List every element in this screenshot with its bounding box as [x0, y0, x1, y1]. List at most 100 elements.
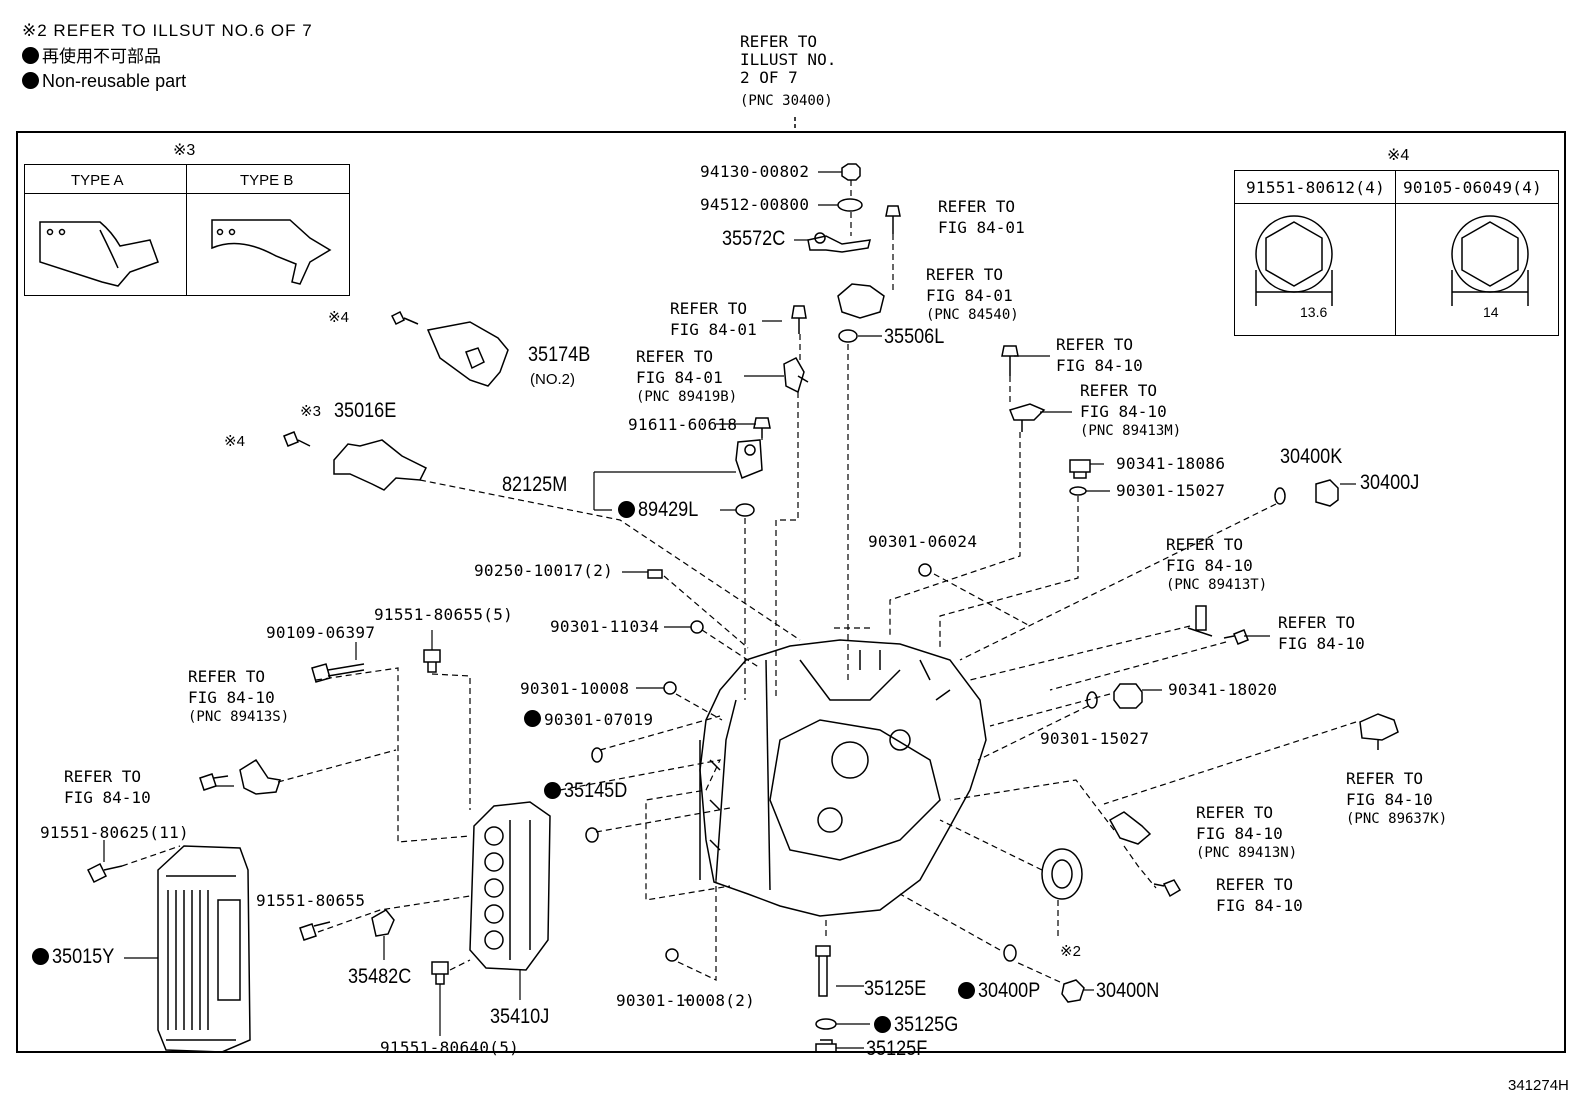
valve-body-35410j — [469, 801, 551, 971]
ref-fig-84-10-e-pnc: (PNC 89413S) — [188, 709, 290, 725]
part-91551-80640[interactable]: 91551-80640(5) — [380, 1038, 520, 1057]
part-90109-06397[interactable]: 90109-06397 — [266, 623, 376, 642]
part-30400p[interactable]: 30400P — [958, 980, 1050, 1001]
diagram-frame — [16, 131, 1566, 1053]
ref-fig-84-10-c[interactable]: REFER TO FIG 84-10 — [1166, 535, 1253, 575]
sensor-89419b — [783, 357, 809, 394]
ref-fig-84-10-b[interactable]: REFER TO FIG 84-10 — [1080, 381, 1167, 421]
bolt-icon — [299, 921, 331, 941]
part-35125g[interactable]: 35125G — [874, 1014, 969, 1035]
ref-fig-84-10-h[interactable]: REFER TO FIG 84-10 — [1196, 803, 1283, 843]
plug-30400j — [1315, 479, 1339, 507]
non-reusable-dot-icon — [32, 948, 49, 965]
sensor-89413n — [1108, 811, 1152, 845]
part-90301-15027[interactable]: 90301-15027 — [1116, 481, 1226, 500]
part-89429l[interactable]: 89429L — [618, 499, 708, 520]
sensor-89413s — [239, 758, 281, 795]
top-reference: REFER TO ILLUST NO. 2 OF 7 — [740, 32, 837, 87]
part-94512-00800[interactable]: 94512-00800 — [700, 195, 810, 214]
sensor-89637k — [1359, 713, 1399, 750]
bolt-col-1: 91551-80612(4) — [1246, 178, 1386, 197]
part-91551-80655-5[interactable]: 91551-80655(5) — [374, 605, 514, 624]
ref-fig-84-10-g[interactable]: REFER TO FIG 84-10 — [1346, 769, 1433, 809]
top-reference-pnc: (PNC 30400) — [740, 93, 833, 109]
non-reusable-dot-icon — [22, 72, 39, 89]
part-91551-80655[interactable]: 91551-80655 — [256, 891, 366, 910]
ref-fig-84-10-i[interactable]: REFER TO FIG 84-10 — [1216, 875, 1303, 915]
type-box-divider — [186, 164, 187, 296]
type-a-label: TYPE A — [71, 172, 124, 189]
o-ring-icon — [665, 948, 679, 962]
bolt-icon — [1223, 629, 1249, 645]
part-91611-60618[interactable]: 91611-60618 — [628, 415, 738, 434]
plug-icon — [1069, 459, 1091, 479]
bolt-hex-13-6 — [1255, 215, 1333, 306]
ref-fig-84-10-a[interactable]: REFER TO FIG 84-10 — [1056, 335, 1143, 375]
bolt-icon — [885, 205, 901, 234]
legend-jp: 再使用不可部品 — [22, 47, 161, 65]
header-note-2: ※2 REFER TO ILLSUT NO.6 OF 7 — [22, 21, 313, 40]
non-reusable-dot-icon — [544, 782, 561, 799]
nut-icon — [841, 163, 861, 181]
illustration-id: 341274H — [1508, 1077, 1569, 1094]
ref-fig-84-01-c[interactable]: REFER TO FIG 84-01 — [670, 299, 757, 339]
part-30400k[interactable]: 30400K — [1280, 445, 1343, 468]
part-35506l[interactable]: 35506L — [884, 325, 945, 348]
part-90301-11034[interactable]: 90301-11034 — [550, 617, 660, 636]
part-35015y[interactable]: 35015Y — [32, 946, 124, 967]
sensor-89413m — [1008, 403, 1046, 432]
part-30400n[interactable]: 30400N — [1096, 979, 1160, 1002]
note-marker-2: ※2 — [1060, 943, 1081, 960]
part-35174b[interactable]: 35174B — [528, 343, 591, 366]
o-ring-icon — [591, 747, 603, 763]
ref-fig-84-01-a[interactable]: REFER TO FIG 84-01 — [938, 197, 1025, 237]
part-35572c[interactable]: 35572C — [722, 227, 786, 250]
part-90301-10008-2[interactable]: 90301-10008(2) — [616, 991, 756, 1010]
bolt-dim-2: 14 — [1483, 304, 1499, 320]
plug-icon — [1113, 683, 1143, 709]
ref-fig-84-10-b-pnc: (PNC 89413M) — [1080, 423, 1182, 439]
part-35482c[interactable]: 35482C — [348, 965, 412, 988]
part-91551-80625[interactable]: 91551-80625(11) — [40, 823, 189, 842]
speed-sensor-icon — [837, 283, 885, 319]
clip-35482c — [371, 909, 395, 937]
part-82125m[interactable]: 82125M — [502, 473, 568, 496]
pin-icon — [647, 569, 663, 579]
part-90301-15027-b[interactable]: 90301-15027 — [1040, 729, 1150, 748]
bracket-type-b — [211, 219, 332, 285]
bolt-box-divider — [1395, 170, 1396, 336]
bracket-type-a — [39, 221, 159, 287]
part-35125f[interactable]: 35125F — [866, 1037, 928, 1060]
part-90341-18086[interactable]: 90341-18086 — [1116, 454, 1226, 473]
part-35016e[interactable]: 35016E — [334, 399, 397, 422]
ref-fig-84-01-d[interactable]: REFER TO FIG 84-01 — [636, 347, 723, 387]
part-90301-07019[interactable]: 90301-07019 — [524, 710, 653, 728]
part-90341-18020[interactable]: 90341-18020 — [1168, 680, 1278, 699]
part-35125e[interactable]: 35125E — [864, 977, 927, 1000]
ref-fig-84-01-b-pnc: (PNC 84540) — [926, 307, 1019, 323]
tcm-35015y — [157, 845, 251, 1053]
ref-fig-84-10-e[interactable]: REFER TO FIG 84-10 — [188, 667, 275, 707]
part-90250-10017[interactable]: 90250-10017(2) — [474, 561, 614, 580]
ref-fig-84-10-f[interactable]: REFER TO FIG 84-10 — [64, 767, 151, 807]
bolt-hex-14 — [1451, 215, 1529, 306]
bolt-col-2: 90105-06049(4) — [1403, 178, 1543, 197]
plug-30400n — [1061, 979, 1085, 1003]
part-94130-00802[interactable]: 94130-00802 — [700, 162, 810, 181]
part-35145d[interactable]: 35145D — [544, 780, 638, 801]
non-reusable-dot-icon — [874, 1016, 891, 1033]
part-90301-10008[interactable]: 90301-10008 — [520, 679, 630, 698]
note-marker-4: ※4 — [328, 309, 349, 326]
part-35174b-note: (NO.2) — [530, 371, 575, 388]
ref-fig-84-10-c-pnc: (PNC 89413T) — [1166, 577, 1268, 593]
part-30400j[interactable]: 30400J — [1360, 471, 1420, 494]
ref-fig-84-01-d-pnc: (PNC 89419B) — [636, 389, 738, 405]
o-ring-icon — [1003, 944, 1017, 962]
o-ring-icon — [1274, 487, 1286, 505]
ref-fig-84-01-b[interactable]: REFER TO FIG 84-01 — [926, 265, 1013, 305]
part-35410j[interactable]: 35410J — [490, 1005, 550, 1028]
ref-fig-84-10-d[interactable]: REFER TO FIG 84-10 — [1278, 613, 1365, 653]
non-reusable-dot-icon — [22, 47, 39, 64]
cover-35174b — [426, 321, 509, 387]
part-90301-06024[interactable]: 90301-06024 — [868, 532, 978, 551]
